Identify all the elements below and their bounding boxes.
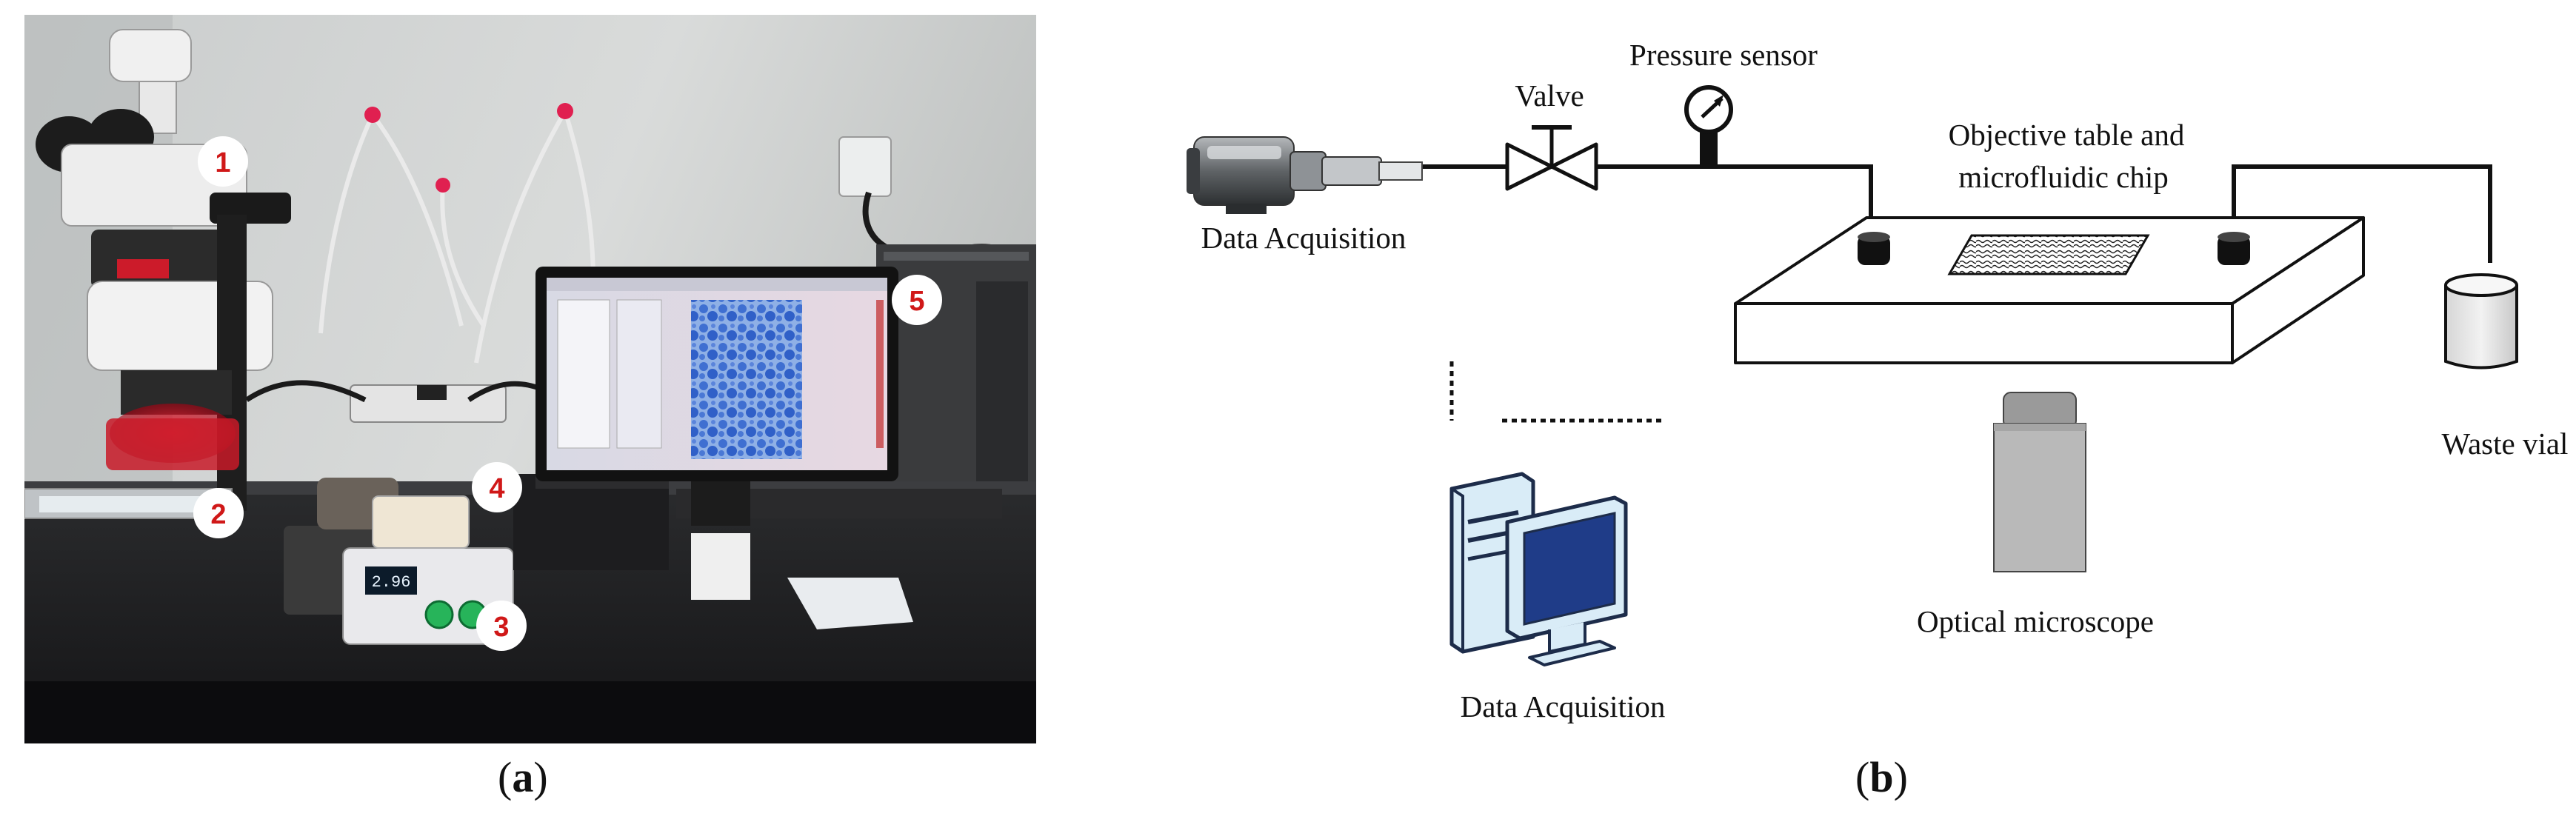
valve-label: Valve <box>1515 78 1584 113</box>
tubing-inlet <box>1422 164 1873 226</box>
callout-5: 5 <box>892 275 942 325</box>
computer-icon <box>1449 472 1628 666</box>
svg-text:2: 2 <box>210 499 226 530</box>
microscope-label: Optical microscope <box>1917 604 2154 638</box>
svg-text:5: 5 <box>909 286 924 317</box>
tubing <box>318 110 596 364</box>
pressure-sensor-icon <box>1684 85 1733 167</box>
chip-label-line2: microfluidic chip <box>1958 160 2169 194</box>
chip-stage <box>513 474 669 570</box>
valve-icon <box>1505 125 1598 191</box>
waste-vial-label: Waste vial <box>2442 427 2569 461</box>
optical-microscope-icon <box>1993 392 2086 572</box>
stereo-microscope <box>24 29 291 519</box>
callout-3: 3 <box>476 601 527 651</box>
experiment-photo: 2.96 1 2 3 4 5 <box>24 15 1036 743</box>
schematic-diagram: Data Acquisition Valve Pressure sensor O… <box>1187 38 2569 723</box>
svg-text:1: 1 <box>215 147 230 178</box>
svg-text:4: 4 <box>489 473 504 504</box>
pressure-controller: 2.96 <box>342 495 514 645</box>
callout-1: 1 <box>198 136 248 187</box>
callout-4: 4 <box>472 462 522 512</box>
pump-label: Data Acquisition <box>1201 221 1407 255</box>
monitor <box>535 267 898 526</box>
svg-text:3: 3 <box>493 612 509 643</box>
controller-display: 2.96 <box>372 573 411 592</box>
outlet-port <box>2218 232 2250 265</box>
waste-vial-icon <box>2444 273 2518 370</box>
syringe-pump-icon <box>1187 136 1423 214</box>
caption-b: (b) <box>1855 753 1908 801</box>
inlet-port <box>1858 232 1890 265</box>
caption-a: (a) <box>498 753 548 801</box>
chip-label-line1: Objective table and <box>1949 118 2185 152</box>
tubing-outlet <box>2232 164 2492 263</box>
callout-2: 2 <box>193 488 244 538</box>
microfluidic-chip <box>1947 234 2150 275</box>
pressure-sensor-label: Pressure sensor <box>1629 38 1818 72</box>
wall-outlet <box>838 136 892 197</box>
computer-label: Data Acquisition <box>1461 689 1666 723</box>
